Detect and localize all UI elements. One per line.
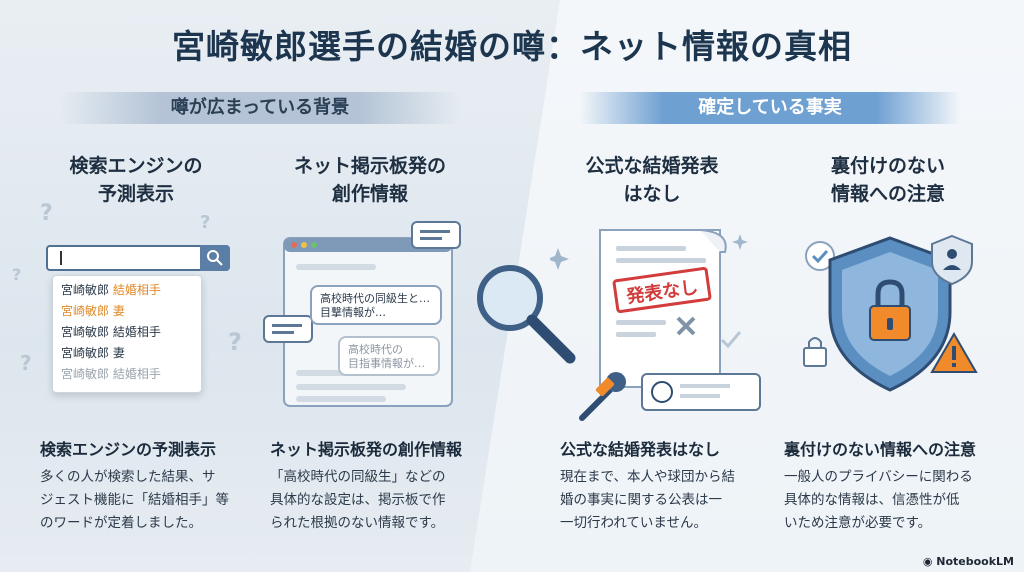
- question-marks-decoration: ? ? ? ? ?: [12, 201, 242, 375]
- suggestion-item[interactable]: 宮崎敏郎 妻: [61, 303, 125, 319]
- suggestion-list: 宮崎敏郎 結婚相手宮崎敏郎 妻宮崎敏郎 結婚相手宮崎敏郎 妻宮崎敏郎 結婚相手: [52, 275, 202, 393]
- suggestion-name: 宮崎敏郎: [61, 283, 110, 297]
- column-subheading-caution: 裏付けのない情報への注意: [784, 440, 977, 459]
- section-banner-background: 噂が広まっている背景: [60, 92, 460, 124]
- column-subheading-board: ネット掲示板発の創作情報: [270, 440, 463, 459]
- svg-text:?: ?: [12, 265, 21, 284]
- search-icon: [207, 250, 223, 266]
- brand-watermark: ◉ NotebookLM: [922, 555, 1014, 568]
- svg-text:?: ?: [200, 212, 210, 233]
- brand-logo-icon: ◉: [922, 555, 937, 568]
- security-shield-illustration: [803, 234, 978, 392]
- column-heading-board: ネット掲示板発の創作情報: [293, 155, 446, 205]
- text-caret: [60, 251, 62, 265]
- column-description-caution: 一般人のプライバシーに関わる具体的な情報は、信憑性が低いため注意が必要です。: [784, 469, 973, 531]
- column-heading-no-announcement: 公式な結婚発表はなし: [585, 155, 719, 205]
- section-banner-facts: 確定している事実: [580, 92, 960, 124]
- suggestion-term: 結婚相手: [112, 367, 161, 381]
- search-button[interactable]: [200, 245, 230, 271]
- suggestion-term: 結婚相手: [112, 283, 161, 297]
- magnifier-icon: [477, 265, 576, 364]
- suggestion-term: 結婚相手: [112, 325, 161, 339]
- page-title: 宮崎敏郎選手の結婚の噂：ネット情報の真相: [172, 27, 852, 66]
- document-illustration: [550, 229, 761, 421]
- suggestion-name: 宮崎敏郎: [61, 304, 110, 318]
- column-description-board: 「高校時代の同級生」などの具体的な設定は、掲示板で作られた根拠のない情報です。: [270, 469, 446, 531]
- column-subheading-no-announcement: 公式な結婚発表はなし: [560, 440, 721, 459]
- suggestion-term: 妻: [112, 346, 125, 360]
- suggestion-item[interactable]: 宮崎敏郎 妻: [61, 345, 125, 361]
- suggestion-term: 妻: [112, 304, 125, 318]
- column-description-no-announcement: 現在まで、本人や球団から結婚の事実に関する公表は一一切行われていません。: [560, 469, 735, 531]
- search-input[interactable]: [46, 245, 230, 271]
- column-heading-search: 検索エンジンの予測表示: [69, 155, 203, 205]
- column-subheading-search: 検索エンジンの予測表示: [40, 440, 217, 459]
- suggestion-name: 宮崎敏郎: [61, 367, 110, 381]
- suggestion-item[interactable]: 宮崎敏郎 結婚相手: [61, 282, 161, 298]
- suggestion-item[interactable]: 宮崎敏郎 結婚相手: [61, 366, 161, 382]
- forum-post-bubble-2: 高校時代の目指事情報が…: [338, 336, 440, 376]
- suggestion-name: 宮崎敏郎: [61, 325, 110, 339]
- svg-text:?: ?: [20, 351, 32, 375]
- suggestion-item[interactable]: 宮崎敏郎 結婚相手: [61, 324, 161, 340]
- forum-post-bubble-1: 高校時代の同級生と…目撃情報が…: [310, 285, 442, 325]
- svg-text:?: ?: [40, 201, 53, 226]
- svg-text:?: ?: [228, 328, 242, 356]
- column-description-search: 多くの人が検索した結果、サジェスト機能に「結婚相手」等のワードが定着しました。: [40, 469, 229, 531]
- column-heading-caution: 裏付けのない情報への注意: [830, 155, 945, 205]
- suggestion-name: 宮崎敏郎: [61, 346, 110, 360]
